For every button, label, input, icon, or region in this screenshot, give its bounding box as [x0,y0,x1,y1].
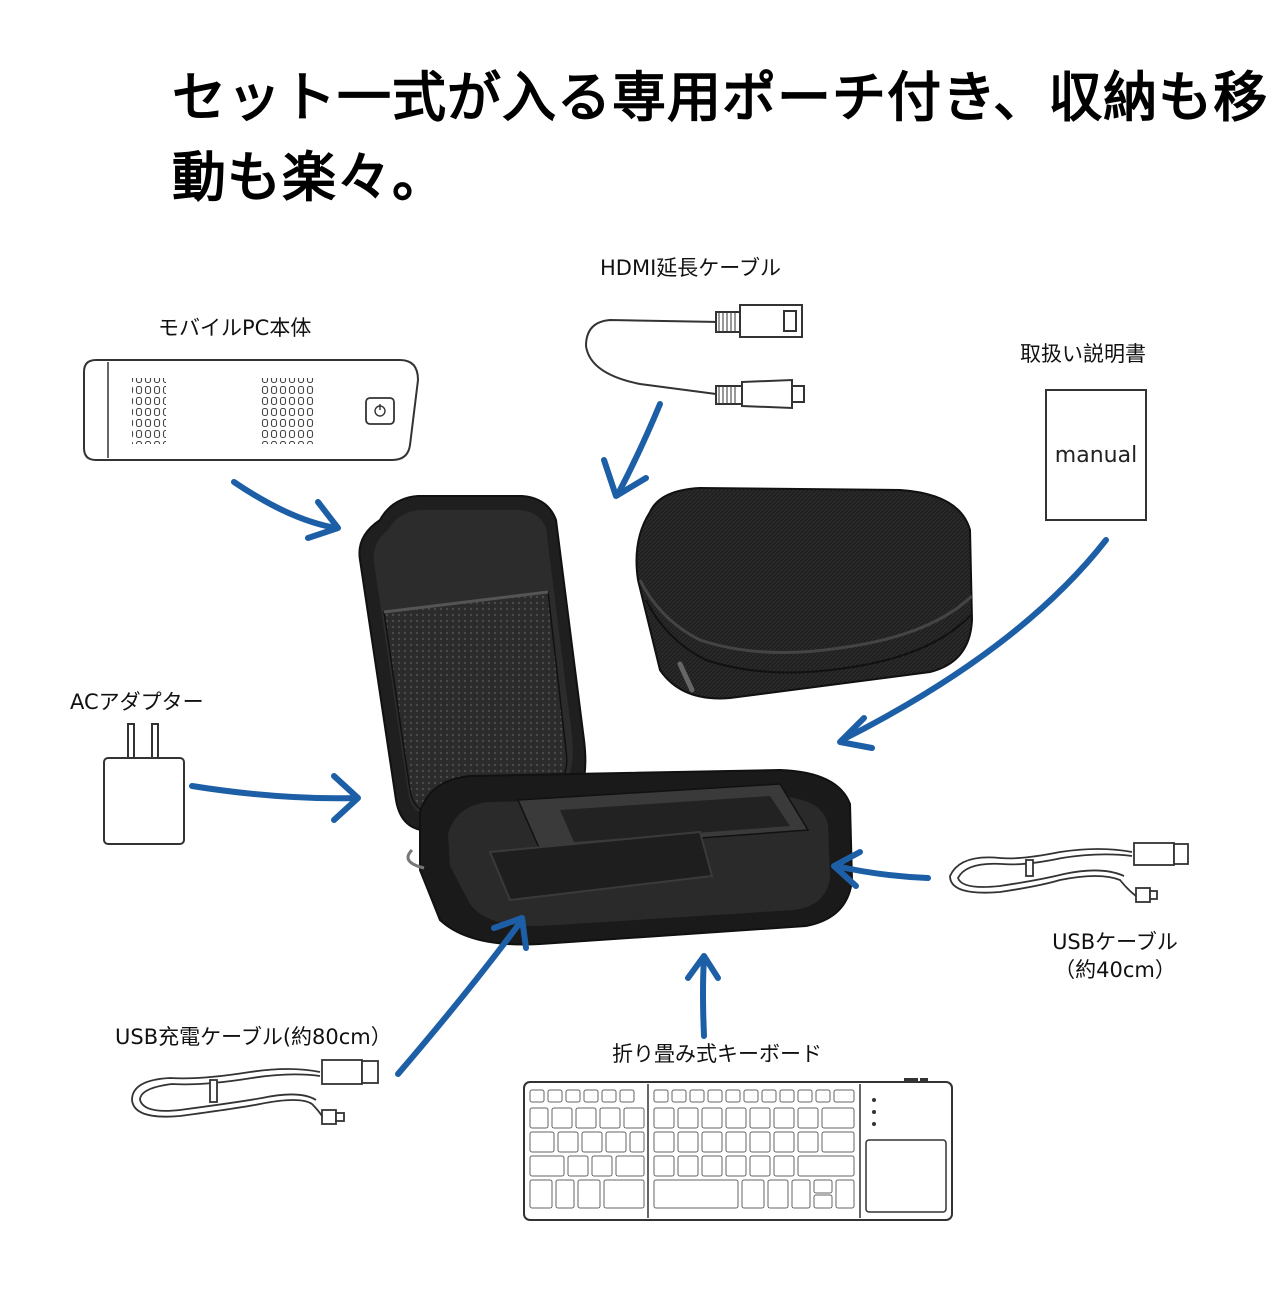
arrow-from-usb-cable [831,849,931,889]
arrow-from-manual [837,537,1109,751]
ac-adapter-icon [103,723,185,845]
hdmi-cable-icon [584,304,805,410]
usb-cable-label-line-2: （約40cm） [1054,958,1176,982]
closed-case-icon [635,486,974,700]
headline-line-2: 動も楽々。 [172,146,447,209]
ac-adapter-label: ACアダプター [70,690,204,714]
keyboard-label: 折り畳み式キーボード [612,1042,822,1066]
mini-pc-icon [83,359,420,461]
headline-line-1: セット一式が入る専用ポーチ付き、収納も移 [172,66,1269,129]
usb-cable-short-icon [949,842,1189,903]
manual-book-icon: manual [1045,389,1147,521]
hdmi-cable-label: HDMI延長ケーブル [600,256,782,280]
arrows [189,401,1109,1077]
usb-cable-long-icon [131,1059,379,1125]
usb-cable-label-line-1: USBケーブル [1052,930,1178,954]
folding-keyboard-icon [523,1078,953,1221]
headline: セット一式が入る専用ポーチ付き、収納も移 動も楽々。 [172,58,1269,218]
open-case-icon [358,495,854,946]
arrow-from-ac-adapter [189,773,361,823]
usb-charge-cable-label: USB充電ケーブル(約80cm） [115,1025,392,1049]
arrow-from-hdmi [601,401,663,499]
manual-label: 取扱い説明書 [1020,342,1146,366]
arrow-from-pc [231,479,341,541]
arrow-from-usb-charge-cable [395,915,529,1077]
usb-cable-label: USBケーブル （約40cm） [1030,928,1200,984]
manual-cover-text: manual [1055,443,1137,468]
arrow-from-keyboard [685,953,721,1039]
pc-label: モバイルPC本体 [158,316,312,340]
